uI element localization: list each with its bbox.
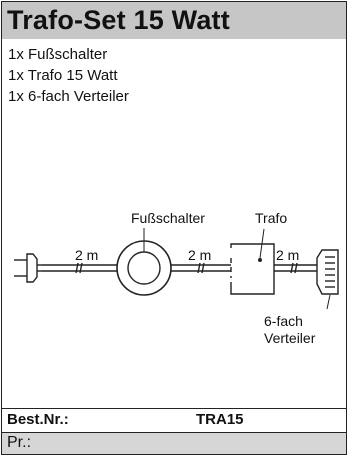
distributor-icon (316, 249, 339, 295)
order-number-row: Best.Nr.: TRA15 (2, 408, 346, 432)
cable-length-label: 2 m (276, 247, 299, 263)
distributor-label: 6-fach (264, 313, 303, 329)
distributor-label: Verteiler (264, 330, 316, 346)
transformer-icon (230, 243, 275, 295)
wiring-diagram: 2 m 2 m 2 m Fußschalter Trafo 6-fach Ver… (14, 210, 339, 346)
cable-length-label: 2 m (188, 247, 211, 263)
title-bar: Trafo-Set 15 Watt (2, 2, 346, 39)
order-number-label: Best.Nr.: (7, 411, 69, 428)
order-number-value: TRA15 (196, 411, 244, 428)
plug-icon (14, 253, 42, 283)
transformer-label: Trafo (255, 210, 287, 226)
product-title: Trafo-Set 15 Watt (7, 5, 230, 35)
switch-label: Fußschalter (131, 210, 205, 226)
cable-length-label: 2 m (75, 247, 98, 263)
price-row: Pr.: (2, 432, 346, 454)
price-label: Pr.: (7, 434, 32, 451)
contents-item: 1x 6-fach Verteiler (8, 88, 129, 105)
contents-item: 1x Trafo 15 Watt (8, 67, 118, 84)
contents-list: 1x Fußschalter 1x Trafo 15 Watt 1x 6-fac… (8, 44, 129, 107)
contents-item: 1x Fußschalter (8, 46, 108, 63)
